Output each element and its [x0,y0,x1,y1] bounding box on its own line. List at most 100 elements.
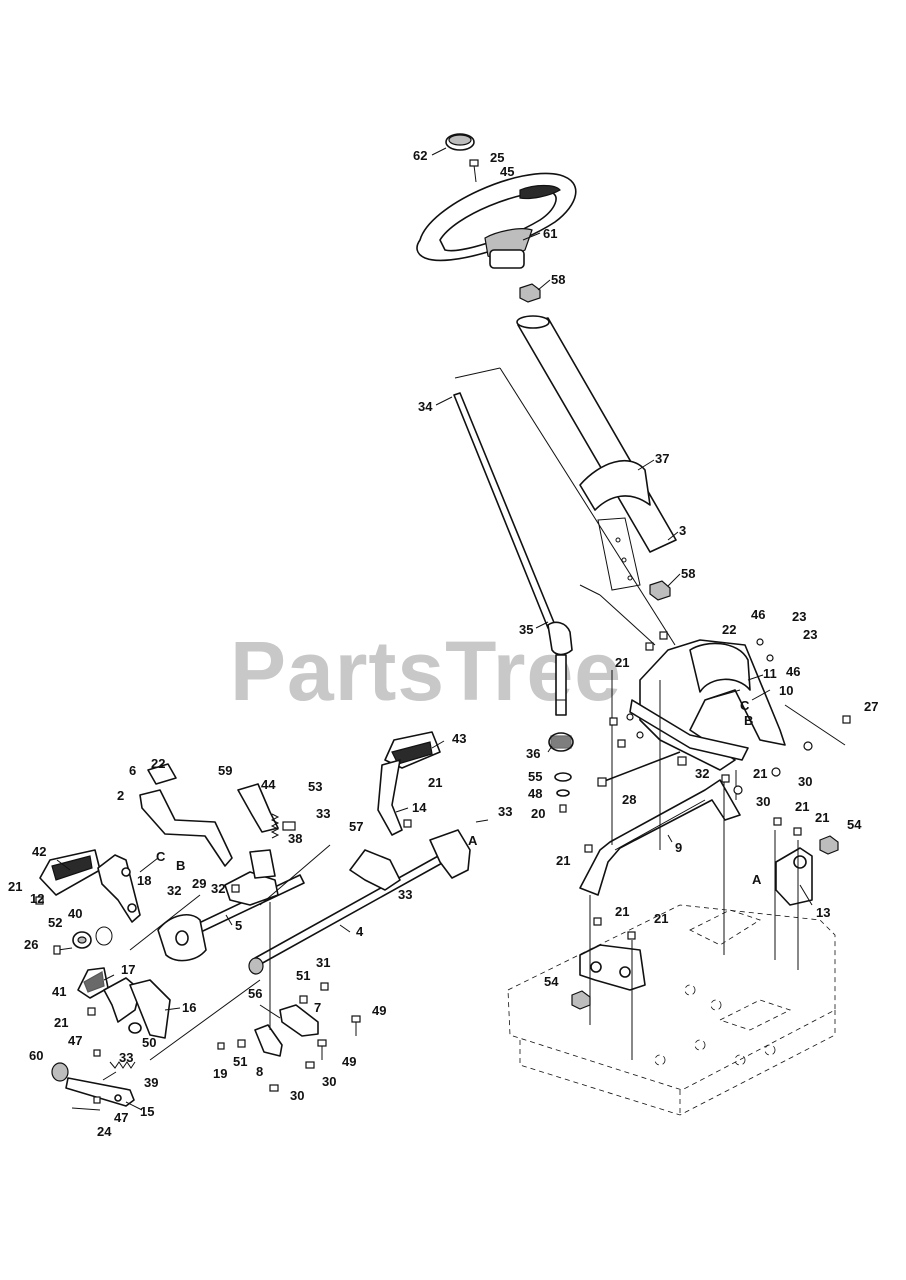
callout-27: 27 [864,699,878,714]
callout-51: 51 [296,968,310,983]
callout-52: 52 [48,915,62,930]
callout-21: 21 [795,799,809,814]
hex-nut-right [819,835,839,855]
callout-46: 46 [786,664,800,679]
callout-33: 33 [398,887,412,902]
pin-24 [71,1107,101,1111]
callout-35: 35 [519,622,533,637]
callout-25: 25 [490,150,504,165]
callout-32: 32 [167,883,181,898]
callout-48: 48 [528,786,542,801]
callout-58: 58 [681,566,695,581]
callout-30: 30 [798,774,812,789]
reference-lines [129,367,846,1061]
cam-29 [224,849,279,906]
callout-26: 26 [24,937,38,952]
callout-leaders [56,147,813,1111]
callout-54: 54 [847,817,862,832]
callout-37: 37 [655,451,669,466]
callout-8: 8 [256,1064,263,1079]
link-7 [279,1004,319,1037]
callout-16: 16 [182,1000,196,1015]
wheel-bolt [469,159,479,183]
callout-40: 40 [68,906,82,921]
callout-45: 45 [500,164,514,179]
callout-21: 21 [615,655,629,670]
callout-23: 23 [792,609,806,624]
callout-34: 34 [418,399,433,414]
callout-9: 9 [675,840,682,855]
callout-46: 46 [751,607,765,622]
wheel-60 [51,1062,69,1082]
callout-21: 21 [428,775,442,790]
callout-14: 14 [412,800,427,815]
callout-30: 30 [290,1088,304,1103]
callout-21: 21 [815,810,829,825]
steering-nut-lower [649,580,671,601]
callout-33: 33 [498,804,512,819]
pedal-41 [77,967,109,999]
bolt-49 [317,1015,361,1060]
ref-letter-c-right: C [740,698,750,713]
callout-21: 21 [54,1015,68,1030]
ref-letter-c-left: C [156,849,166,864]
callout-15: 15 [140,1104,154,1119]
ring-40 [95,926,113,946]
ref-letter-b-right: B [744,713,753,728]
callout-42: 42 [32,844,46,859]
callout-47: 47 [114,1110,128,1125]
callout-21: 21 [753,766,767,781]
callout-62: 62 [413,148,427,163]
callout-28: 28 [622,792,636,807]
callout-21: 21 [8,879,22,894]
callout-53: 53 [308,779,322,794]
spring-39 [109,1061,136,1069]
callout-21: 21 [556,853,570,868]
bracket-59 [237,783,296,833]
pin-33 [475,819,489,823]
plate-16 [129,979,171,1039]
callout-50: 50 [142,1035,156,1050]
callout-2: 2 [117,788,124,803]
steering-column-tube [516,315,677,591]
ref-letter-a-left: A [468,833,478,848]
cross-shaft-rod [254,854,445,966]
pedal-lever-14 [377,759,403,836]
callout-4: 4 [356,924,364,939]
bracket-2 [139,763,233,867]
callout-31: 31 [316,955,330,970]
callout-24: 24 [97,1124,112,1139]
callout-17: 17 [121,962,135,977]
callout-10: 10 [779,683,793,698]
hex-nut-left [571,990,591,1010]
callout-39: 39 [144,1075,158,1090]
callout-38: 38 [288,831,302,846]
callout-30: 30 [756,794,770,809]
callout-41: 41 [52,984,66,999]
callout-33: 33 [119,1050,133,1065]
callout-36: 36 [526,746,540,761]
hub-plate [157,914,207,962]
axle-bracket-left [579,944,646,991]
callout-49: 49 [372,1003,386,1018]
bolt-26 [53,945,73,955]
pedal-lever-18 [97,854,141,923]
lever-15 [65,1077,135,1107]
callout-47: 47 [68,1033,82,1048]
steering-shaft [453,392,573,716]
reference-letters: C B A C B A [156,698,762,887]
callout-3: 3 [679,523,686,538]
steering-wheel [416,172,577,269]
callout-32: 32 [211,881,225,896]
steering-wheel-cap [445,133,475,151]
callout-18: 18 [137,873,151,888]
callout-29: 29 [192,876,206,891]
callout-57: 57 [349,819,363,834]
callout-32: 32 [695,766,709,781]
link-8 [254,1024,283,1057]
bushing-56 [248,957,264,975]
callout-22: 22 [151,756,165,771]
callout-23: 23 [803,627,817,642]
callout-44: 44 [261,777,276,792]
